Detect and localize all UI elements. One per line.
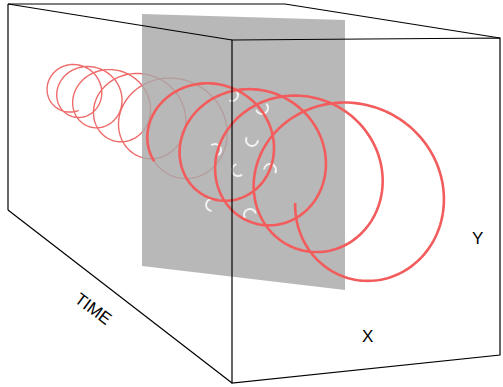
- frame-edge: [7, 4, 8, 210]
- frame-edge: [285, 4, 500, 38]
- helix-front: [147, 83, 444, 281]
- time-slice-plane: [142, 14, 345, 290]
- frame-edge: [8, 4, 232, 40]
- helix-curve: [147, 83, 444, 281]
- frame-edge: [8, 3, 285, 4]
- time-axis-label: TIME: [72, 290, 115, 328]
- frame-edge: [8, 210, 232, 383]
- y-axis-label: Y: [472, 230, 483, 247]
- frame-front: [232, 38, 500, 383]
- slice-mark: [231, 163, 243, 177]
- slice-mark: [245, 137, 259, 147]
- box-frame: [8, 4, 500, 383]
- x-axis-label: X: [362, 328, 373, 345]
- slice-mark: [243, 208, 257, 220]
